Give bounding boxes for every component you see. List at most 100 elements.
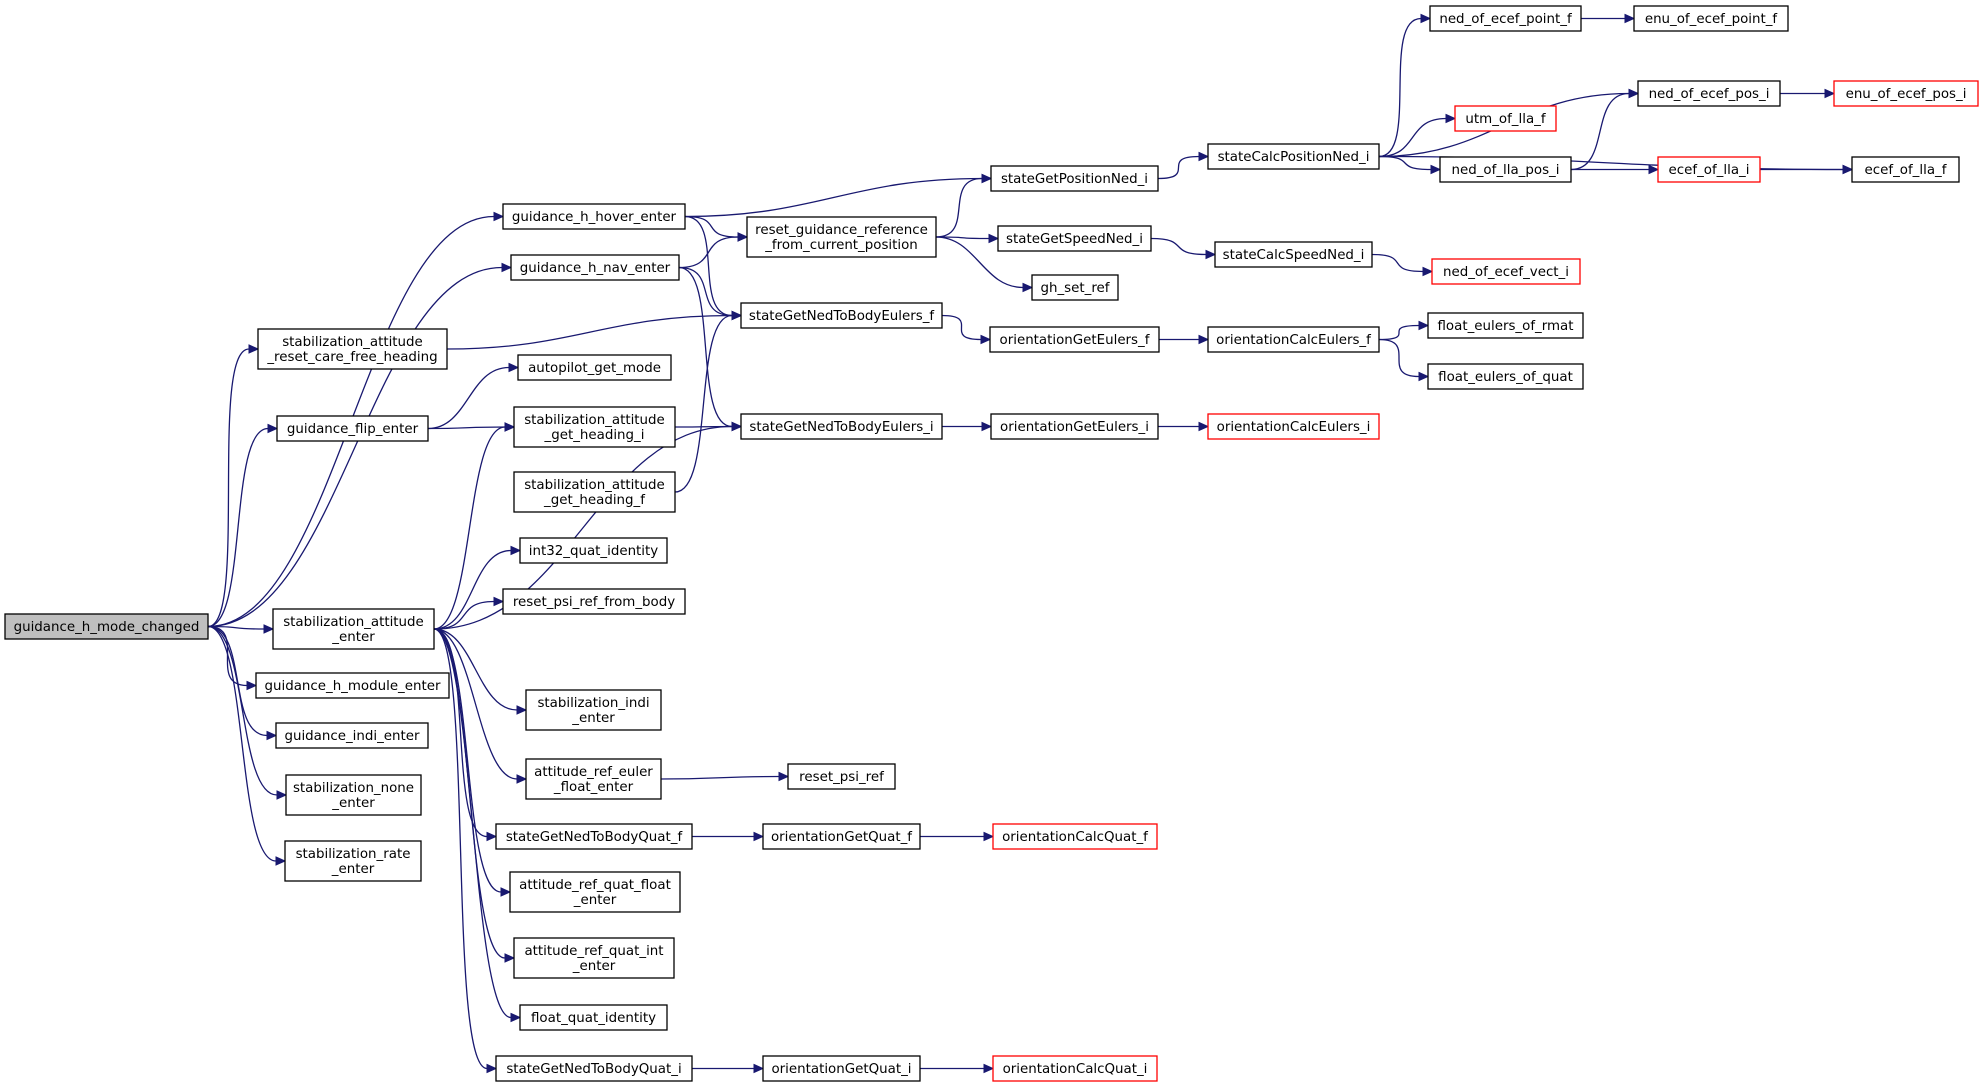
- node-box[interactable]: [1427, 312, 1584, 339]
- node-box[interactable]: [517, 354, 672, 381]
- node-stateGetNedToBodyEulers_i[interactable]: stateGetNedToBodyEulers_i: [740, 413, 943, 440]
- node-box[interactable]: [992, 1055, 1158, 1082]
- node-box[interactable]: [513, 471, 676, 513]
- node-stabilization_none_enter[interactable]: stabilization_none_enter: [285, 774, 422, 816]
- node-stabilization_rate_enter[interactable]: stabilization_rate_enter: [284, 840, 422, 882]
- node-box[interactable]: [1633, 5, 1789, 32]
- node-ned_of_ecef_vect_i[interactable]: ned_of_ecef_vect_i: [1431, 258, 1581, 285]
- node-box[interactable]: [1207, 143, 1380, 170]
- node-reset_psi_ref[interactable]: reset_psi_ref: [787, 763, 896, 790]
- node-box[interactable]: [746, 216, 937, 258]
- node-orientationCalcQuat_i[interactable]: orientationCalcQuat_i: [992, 1055, 1158, 1082]
- node-box[interactable]: [1637, 80, 1781, 107]
- node-box[interactable]: [787, 763, 896, 790]
- node-int32_quat_identity[interactable]: int32_quat_identity: [519, 537, 668, 564]
- node-box[interactable]: [989, 326, 1160, 353]
- node-box[interactable]: [740, 302, 943, 329]
- node-box[interactable]: [1214, 241, 1373, 268]
- node-box[interactable]: [1031, 274, 1119, 301]
- node-float_eulers_of_rmat[interactable]: float_eulers_of_rmat: [1427, 312, 1584, 339]
- node-stateGetPositionNed_i[interactable]: stateGetPositionNed_i: [990, 165, 1159, 192]
- node-stateGetNedToBodyQuat_f[interactable]: stateGetNedToBodyQuat_f: [495, 823, 693, 850]
- node-box[interactable]: [1833, 80, 1979, 107]
- node-guidance_h_hover_enter[interactable]: guidance_h_hover_enter: [502, 203, 686, 230]
- node-stabilization_attitude_get_heading_i[interactable]: stabilization_attitude_get_heading_i: [513, 406, 676, 448]
- node-box[interactable]: [519, 537, 668, 564]
- node-guidance_h_module_enter[interactable]: guidance_h_module_enter: [255, 672, 450, 699]
- node-orientationGetQuat_f[interactable]: orientationGetQuat_f: [762, 823, 921, 850]
- node-box[interactable]: [509, 871, 681, 913]
- node-gh_set_ref[interactable]: gh_set_ref: [1031, 274, 1119, 301]
- node-stateGetSpeedNed_i[interactable]: stateGetSpeedNed_i: [997, 225, 1152, 252]
- node-box[interactable]: [495, 823, 693, 850]
- node-reset_psi_ref_from_body[interactable]: reset_psi_ref_from_body: [502, 588, 686, 615]
- node-box[interactable]: [525, 689, 662, 731]
- node-box[interactable]: [502, 588, 686, 615]
- node-stateGetNedToBodyQuat_i[interactable]: stateGetNedToBodyQuat_i: [495, 1055, 693, 1082]
- node-box[interactable]: [513, 406, 676, 448]
- node-ned_of_ecef_point_f[interactable]: ned_of_ecef_point_f: [1429, 5, 1582, 32]
- node-box[interactable]: [1429, 5, 1582, 32]
- node-orientationGetQuat_i[interactable]: orientationGetQuat_i: [762, 1055, 921, 1082]
- node-stateCalcSpeedNed_i[interactable]: stateCalcSpeedNed_i: [1214, 241, 1373, 268]
- node-attitude_ref_euler_float_enter[interactable]: attitude_ref_euler_float_enter: [525, 758, 662, 800]
- node-box[interactable]: [990, 413, 1159, 440]
- node-orientationCalcEulers_i[interactable]: orientationCalcEulers_i: [1207, 413, 1380, 440]
- node-box[interactable]: [992, 823, 1158, 850]
- node-orientationGetEulers_i[interactable]: orientationGetEulers_i: [990, 413, 1159, 440]
- node-box[interactable]: [1454, 105, 1557, 132]
- node-box[interactable]: [1207, 413, 1380, 440]
- node-ecef_of_lla_f[interactable]: ecef_of_lla_f: [1851, 156, 1960, 183]
- node-box[interactable]: [1657, 156, 1761, 183]
- node-box[interactable]: [510, 254, 680, 281]
- node-stateCalcPositionNed_i[interactable]: stateCalcPositionNed_i: [1207, 143, 1380, 170]
- node-stabilization_attitude_get_heading_f[interactable]: stabilization_attitude_get_heading_f: [513, 471, 676, 513]
- node-orientationGetEulers_f[interactable]: orientationGetEulers_f: [989, 326, 1160, 353]
- node-reset_guidance_reference_from_current_position[interactable]: reset_guidance_reference_from_current_po…: [746, 216, 937, 258]
- node-stabilization_attitude_enter[interactable]: stabilization_attitude_enter: [272, 608, 435, 650]
- node-box[interactable]: [272, 608, 435, 650]
- node-attitude_ref_quat_int_enter[interactable]: attitude_ref_quat_int_enter: [513, 937, 675, 979]
- node-box[interactable]: [1207, 326, 1380, 353]
- node-enu_of_ecef_pos_i[interactable]: enu_of_ecef_pos_i: [1833, 80, 1979, 107]
- node-guidance_indi_enter[interactable]: guidance_indi_enter: [275, 722, 429, 749]
- node-float_quat_identity[interactable]: float_quat_identity: [519, 1004, 668, 1031]
- node-orientationCalcEulers_f[interactable]: orientationCalcEulers_f: [1207, 326, 1380, 353]
- node-box[interactable]: [285, 774, 422, 816]
- node-box[interactable]: [525, 758, 662, 800]
- node-box[interactable]: [4, 613, 209, 640]
- node-ecef_of_lla_i[interactable]: ecef_of_lla_i: [1657, 156, 1761, 183]
- node-autopilot_get_mode[interactable]: autopilot_get_mode: [517, 354, 672, 381]
- node-stabilization_attitude_reset_care_free_heading[interactable]: stabilization_attitude_reset_care_free_h…: [257, 328, 448, 370]
- node-ned_of_lla_pos_i[interactable]: ned_of_lla_pos_i: [1439, 156, 1572, 183]
- node-stabilization_indi_enter[interactable]: stabilization_indi_enter: [525, 689, 662, 731]
- node-box[interactable]: [276, 415, 429, 442]
- node-box[interactable]: [762, 823, 921, 850]
- node-box[interactable]: [990, 165, 1159, 192]
- node-float_eulers_of_quat[interactable]: float_eulers_of_quat: [1427, 363, 1584, 390]
- node-attitude_ref_quat_float_enter[interactable]: attitude_ref_quat_float_enter: [509, 871, 681, 913]
- node-enu_of_ecef_point_f[interactable]: enu_of_ecef_point_f: [1633, 5, 1789, 32]
- node-box[interactable]: [257, 328, 448, 370]
- node-guidance_h_nav_enter[interactable]: guidance_h_nav_enter: [510, 254, 680, 281]
- node-box[interactable]: [284, 840, 422, 882]
- node-box[interactable]: [519, 1004, 668, 1031]
- node-box[interactable]: [495, 1055, 693, 1082]
- node-ned_of_ecef_pos_i[interactable]: ned_of_ecef_pos_i: [1637, 80, 1781, 107]
- node-box[interactable]: [740, 413, 943, 440]
- node-box[interactable]: [502, 203, 686, 230]
- node-box[interactable]: [1427, 363, 1584, 390]
- node-guidance_h_mode_changed[interactable]: guidance_h_mode_changed: [4, 613, 209, 640]
- node-box[interactable]: [1439, 156, 1572, 183]
- node-box[interactable]: [275, 722, 429, 749]
- node-utm_of_lla_f[interactable]: utm_of_lla_f: [1454, 105, 1557, 132]
- node-box[interactable]: [1431, 258, 1581, 285]
- node-box[interactable]: [1851, 156, 1960, 183]
- node-box[interactable]: [997, 225, 1152, 252]
- node-guidance_flip_enter[interactable]: guidance_flip_enter: [276, 415, 429, 442]
- node-orientationCalcQuat_f[interactable]: orientationCalcQuat_f: [992, 823, 1158, 850]
- node-box[interactable]: [762, 1055, 921, 1082]
- node-stateGetNedToBodyEulers_f[interactable]: stateGetNedToBodyEulers_f: [740, 302, 943, 329]
- node-box[interactable]: [513, 937, 675, 979]
- node-box[interactable]: [255, 672, 450, 699]
